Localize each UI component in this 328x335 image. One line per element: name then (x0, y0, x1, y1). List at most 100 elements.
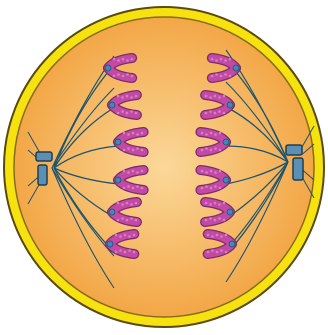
chromatin-dot (122, 75, 125, 78)
chromatin-dot (136, 185, 139, 188)
chromatin-dot (131, 75, 134, 78)
chromatin-dot (223, 95, 226, 98)
chromatin-dot (133, 234, 136, 237)
chromatin-dot (209, 110, 212, 113)
chromatin-dot (113, 58, 116, 61)
chromatin-dot (215, 73, 218, 76)
chromatin-dot (214, 112, 217, 115)
chromatin-dot (207, 234, 210, 237)
chromatin-dot (117, 95, 120, 98)
chromatin-dot (201, 187, 204, 190)
chromatin-dot (216, 251, 219, 254)
chromatin-dot (210, 149, 213, 152)
chromatin-dot (123, 132, 126, 135)
chromatin-dot (209, 96, 212, 99)
chromatin-dot (130, 110, 133, 113)
chromatin-dot (117, 73, 120, 76)
chromatin-dot (123, 170, 126, 173)
chromatin-dot (205, 112, 208, 115)
chromatin-dot (201, 132, 204, 135)
chromatin-dot (127, 147, 130, 150)
chromatin-dot (115, 251, 118, 254)
chromatin-dot (219, 170, 222, 173)
chromatin-dot (124, 234, 127, 237)
chromatin-dot (132, 149, 135, 152)
chromatin-dot (211, 58, 214, 61)
chromatin-dot (219, 187, 222, 190)
chromatin-dot (126, 73, 129, 76)
chromatin-dot (130, 96, 133, 99)
chromatin-dot (211, 249, 214, 252)
centromere (227, 102, 233, 108)
chromatin-dot (220, 249, 223, 252)
chromatin-dot (117, 59, 120, 62)
chromatin-dot (136, 133, 139, 136)
chromatin-dot (214, 147, 217, 150)
chromatin-dot (128, 235, 131, 238)
chromatin-dot (132, 170, 135, 173)
chromatin-dot (201, 170, 204, 173)
chromatin-dot (214, 133, 217, 136)
chromatin-dot (205, 171, 208, 174)
centriole-left-vertical (38, 165, 47, 185)
chromatin-dot (218, 110, 221, 113)
centromere (109, 102, 115, 108)
chromatin-dot (121, 110, 124, 113)
cytoplasm (14, 17, 314, 317)
chromatin-dot (219, 132, 222, 135)
chromatin-dot (223, 202, 226, 205)
chromatin-dot (218, 96, 221, 99)
chromatin-dot (126, 59, 129, 62)
chromatin-dot (128, 249, 131, 252)
chromatin-dot (205, 185, 208, 188)
chromatin-dot (210, 132, 213, 135)
chromatin-dot (117, 112, 120, 115)
chromatin-dot (121, 203, 124, 206)
chromatin-dot (126, 202, 129, 205)
chromatin-dot (119, 235, 122, 238)
chromatin-dot (113, 75, 116, 78)
chromatin-dot (229, 75, 232, 78)
chromatin-dot (201, 149, 204, 152)
chromatin-dot (205, 219, 208, 222)
chromatin-dot (220, 58, 223, 61)
chromatin-dot (205, 133, 208, 136)
chromatin-dot (207, 251, 210, 254)
chromatin-dot (141, 132, 144, 135)
chromatin-dot (225, 234, 228, 237)
chromatin-dot (132, 187, 135, 190)
chromatin-dot (214, 95, 217, 98)
chromatin-dot (127, 185, 130, 188)
chromatin-dot (135, 95, 138, 98)
chromatin-dot (220, 75, 223, 78)
chromatin-dot (224, 59, 227, 62)
chromatin-dot (123, 149, 126, 152)
chromatin-dot (130, 203, 133, 206)
centromere (223, 139, 229, 145)
chromatin-dot (205, 95, 208, 98)
centriole-right-vertical (293, 158, 303, 180)
chromatin-dot (225, 251, 228, 254)
chromatin-dot (218, 217, 221, 220)
chromatin-dot (126, 112, 129, 115)
chromatin-dot (121, 217, 124, 220)
chromatin-dot (135, 112, 138, 115)
chromatin-dot (117, 219, 120, 222)
chromatin-dot (130, 217, 133, 220)
centromere (227, 209, 233, 215)
chromatin-dot (135, 202, 138, 205)
centromere (115, 177, 121, 183)
chromatin-dot (141, 149, 144, 152)
chromatin-dot (121, 96, 124, 99)
chromatin-dot (219, 149, 222, 152)
chromatin-dot (117, 202, 120, 205)
chromatin-dot (214, 202, 217, 205)
chromatin-dot (141, 170, 144, 173)
chromatin-dot (211, 235, 214, 238)
chromatin-dot (123, 187, 126, 190)
chromatin-dot (127, 171, 130, 174)
chromatin-dot (215, 59, 218, 62)
centromere (115, 139, 121, 145)
chromatin-dot (210, 187, 213, 190)
